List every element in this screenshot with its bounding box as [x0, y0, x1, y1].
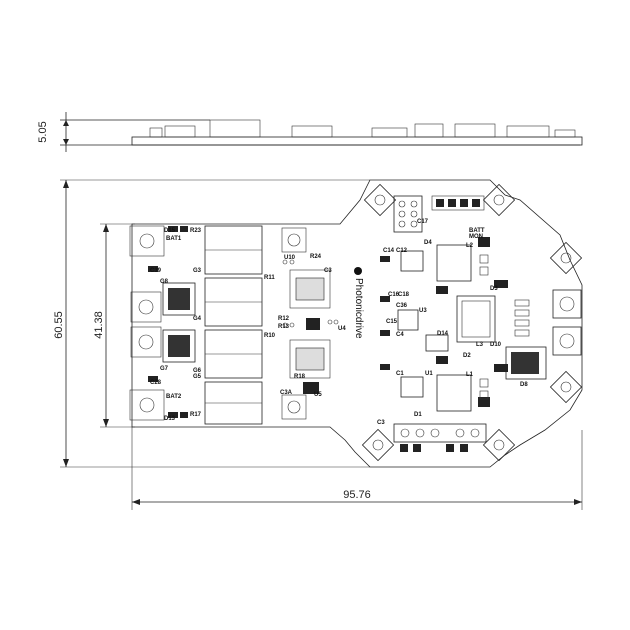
label-r12: R12 — [278, 316, 290, 322]
label-c3a: C3A — [280, 390, 293, 396]
label-d2: D2 — [463, 353, 471, 359]
label-c1: C1 — [396, 371, 404, 377]
label-c12: C12 — [396, 248, 408, 254]
dimension-total-width: 95.76 — [343, 489, 371, 501]
left-motor-section: C39 C28 G3 G4 G6 G5 G8 G7 R11 R10 R12 R1… — [129, 225, 346, 425]
label-l1: L1 — [466, 372, 474, 378]
label-d13: D13 — [164, 416, 176, 422]
label-c3: C3 — [377, 420, 385, 426]
label-g7: G7 — [160, 366, 169, 372]
label-u5: U5 — [314, 392, 322, 398]
label-d14: D14 — [437, 331, 449, 337]
label-g4: G4 — [193, 316, 202, 322]
label-c36: C36 — [396, 303, 408, 309]
label-r18: R18 — [294, 374, 306, 380]
brand-text: Photonicdrive — [353, 278, 364, 339]
label-c4: C4 — [396, 332, 404, 338]
brand-mark: Photonicdrive — [353, 267, 364, 339]
label-g8: G8 — [160, 279, 169, 285]
label-r24: R24 — [310, 254, 322, 260]
side-view: 5.05 — [37, 112, 583, 152]
label-r11: R11 — [264, 275, 275, 281]
label-c28: C28 — [150, 380, 162, 386]
dimension-total-height: 60.55 — [53, 311, 65, 339]
label-l2: L2 — [466, 243, 474, 249]
label-g5: G5 — [193, 374, 202, 380]
label-c39: C39 — [150, 268, 162, 274]
label-c14: C14 — [383, 248, 395, 254]
label-d10: D10 — [490, 342, 502, 348]
label-u4: U4 — [338, 326, 346, 332]
dimension-lines: 60.55 41.38 95.76 — [53, 179, 583, 510]
label-l3: L3 — [476, 342, 484, 348]
label-r10: R10 — [264, 333, 276, 339]
label-d15: D15 — [164, 228, 176, 234]
label-d4: D4 — [424, 240, 432, 246]
board-outline — [131, 179, 583, 468]
label-mon: MON — [469, 234, 483, 240]
label-u10: U10 — [284, 255, 296, 261]
label-d3: D3 — [490, 286, 498, 292]
label-g6: G6 — [193, 368, 202, 374]
label-c15: C15 — [386, 319, 398, 325]
label-r23: R23 — [190, 228, 202, 234]
label-d8: D8 — [520, 382, 528, 388]
label-batt: BATT — [469, 228, 485, 234]
label-c18: C18 — [398, 292, 410, 298]
label-bat1: BAT1 — [166, 236, 182, 242]
label-bat2: BAT2 — [166, 394, 182, 400]
label-c16: C16 — [388, 292, 400, 298]
label-u3: U3 — [419, 308, 427, 314]
right-controller-section: D4 C14 C12 C17 BATT MON L2 C16 C18 C36 U… — [361, 183, 583, 462]
dimension-side-height: 5.05 — [37, 121, 49, 142]
dimension-inner-height: 41.38 — [93, 311, 105, 339]
label-d1: D1 — [414, 412, 422, 418]
label-r13: R13 — [278, 324, 290, 330]
label-c17: C17 — [417, 219, 429, 225]
label-g3: G3 — [193, 268, 202, 274]
label-r17: R17 — [190, 412, 202, 418]
label-u1: U1 — [425, 371, 433, 377]
label-c30: C3 — [324, 268, 332, 274]
